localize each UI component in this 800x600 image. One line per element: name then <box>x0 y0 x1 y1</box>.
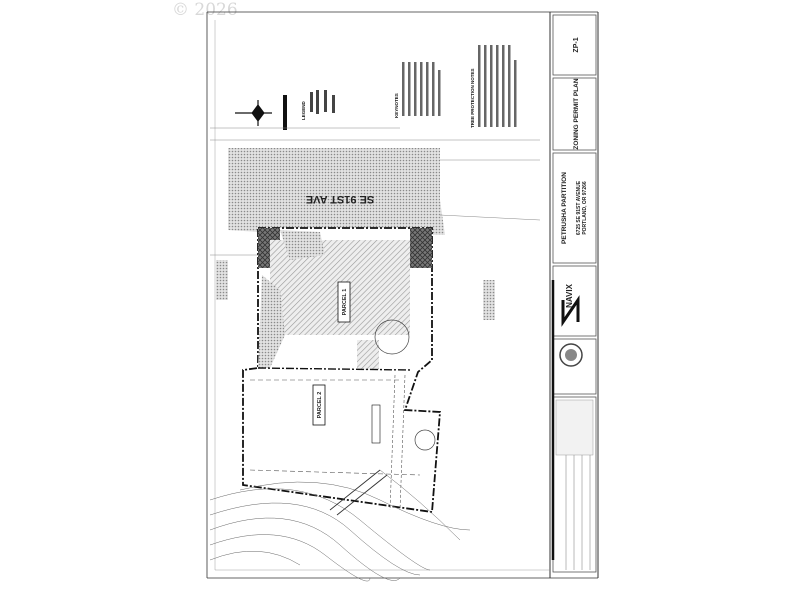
parcel-2-label: PARCEL 2 <box>317 392 323 419</box>
legend-title: LEGEND <box>301 100 306 120</box>
setback-line <box>249 469 421 476</box>
project-address-line2: PORTLAND, OR 97266 <box>582 181 588 235</box>
hatched-area <box>410 228 432 268</box>
dimension-label-box <box>371 404 381 444</box>
sheet-number: ZP-1 <box>573 37 580 52</box>
structure <box>357 340 379 370</box>
neighbor-structure <box>216 260 228 300</box>
tree-canopy <box>374 319 410 355</box>
firm-logo-text: NAVIX <box>565 283 574 308</box>
parcel-1-label: PARCEL 1 <box>342 289 348 316</box>
landscape-area <box>280 230 325 260</box>
title-block <box>551 14 597 573</box>
street-right-of-way <box>228 148 445 235</box>
topographic-contours <box>209 469 471 582</box>
tree-canopy <box>414 429 436 451</box>
navix-logo-icon <box>561 295 580 327</box>
sheet-frame <box>206 11 599 579</box>
street-label: SE 91ST AVE <box>306 193 374 205</box>
tree-protection-notes-text <box>478 45 517 127</box>
landscape-area <box>258 275 285 368</box>
sheet-title: ZONING PERMIT PLAN <box>573 78 580 149</box>
copyright-watermark: © 2026 <box>172 0 238 20</box>
keynotes-text <box>402 62 441 116</box>
project-name: PETRUSHA PARTITION <box>561 172 568 244</box>
neighbor-structure <box>483 280 495 320</box>
scale-bar <box>283 95 287 130</box>
parcel-division-line <box>257 367 411 371</box>
easement-line <box>399 374 406 511</box>
tree-protection-notes-title: TREE PROTECTION NOTES <box>470 68 475 128</box>
keynotes-title: KEYNOTES <box>394 93 399 118</box>
legend-lines <box>310 90 335 114</box>
project-address-line1: 6725 SE 91ST AVENUE <box>576 180 582 235</box>
street-lines <box>210 127 541 256</box>
north-arrow-icon <box>235 100 272 126</box>
easement-line <box>389 374 396 511</box>
